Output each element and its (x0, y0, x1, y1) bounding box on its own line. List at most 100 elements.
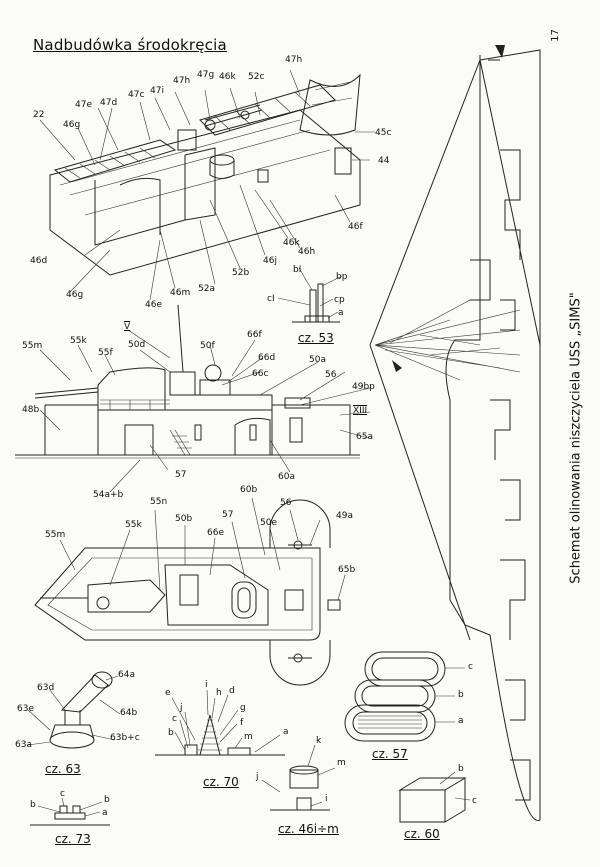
part-label: 66c (252, 369, 269, 379)
part-label: 66f (247, 330, 262, 340)
part-label: 66e (207, 528, 224, 538)
rigging-profile (369, 45, 541, 821)
part-label: 66d (258, 353, 276, 363)
part-label: XIII (353, 406, 368, 416)
part-label: 47c (128, 90, 145, 100)
part-label: 64a (118, 670, 135, 680)
part-label: d (229, 686, 235, 696)
part-label: 52b (232, 268, 250, 278)
page-title: Nadbudówka środokręcia (33, 36, 227, 54)
part-label: 55k (125, 520, 142, 530)
part-label: i (325, 794, 328, 804)
part-label: b (104, 795, 110, 805)
part-label: 50a (309, 355, 326, 365)
plan-view (34, 497, 346, 686)
part-label: c (468, 662, 473, 672)
part-label: 64b (120, 708, 138, 718)
part-label: 47e (75, 100, 92, 110)
part-label: c (472, 796, 477, 806)
part-label: 46m (170, 288, 191, 298)
part-label: 57 (175, 470, 187, 480)
part-label: m (244, 732, 253, 742)
part-label: h (216, 688, 222, 698)
part-label: b (458, 764, 464, 774)
part-label: 56 (325, 370, 337, 380)
part-label: b (30, 800, 36, 810)
part-label: 50f (200, 341, 215, 351)
cz60-diagram (398, 771, 471, 823)
part-label: m (337, 758, 346, 768)
cz73-diagram (30, 797, 110, 826)
cz63-diagram (27, 671, 121, 749)
part-label: 46g (66, 290, 84, 300)
part-label: 46g (63, 120, 81, 130)
caption-cz53: cz. 53 (298, 331, 334, 345)
part-label: bI (293, 265, 302, 275)
part-label: cp (334, 295, 345, 305)
part-label: 55f (98, 348, 113, 358)
part-label: j (180, 703, 183, 713)
part-label: 50b (175, 514, 193, 524)
part-label: i (205, 680, 208, 690)
part-label: bp (336, 272, 348, 282)
caption-cz63: cz. 63 (45, 762, 81, 776)
side-title: Schemat olinowania niszczyciela USS „SIM… (568, 292, 584, 584)
part-label: a (102, 808, 108, 818)
part-label: 46k (283, 238, 300, 248)
caption-cz46: cz. 46i÷m (278, 822, 339, 836)
part-label: 22 (33, 110, 45, 120)
part-label: 56 (280, 498, 292, 508)
part-label: 46k (219, 72, 236, 82)
part-label: 54a+b (93, 490, 124, 500)
part-label: a (338, 308, 344, 318)
part-label: 65b (338, 565, 356, 575)
caption-cz57: cz. 57 (372, 747, 408, 761)
part-label: 65a (356, 432, 373, 442)
caption-cz73: cz. 73 (55, 832, 91, 846)
part-label: 55m (22, 341, 43, 351)
part-label: a (283, 727, 289, 737)
caption-cz60: cz. 60 (404, 827, 440, 841)
part-label: 63e (17, 704, 34, 714)
part-label: g (240, 703, 246, 713)
part-label: j (256, 772, 259, 782)
part-label: 46d (30, 256, 48, 266)
part-label: 46e (145, 300, 162, 310)
part-label: b (168, 728, 174, 738)
part-label: 55k (70, 336, 87, 346)
part-label: cI (267, 294, 275, 304)
part-label: 45c (375, 128, 392, 138)
part-label: 63b+c (110, 733, 140, 743)
page-number: 17 (549, 29, 561, 42)
cz57-diagram (344, 651, 465, 742)
part-label: c (172, 714, 177, 724)
part-label: 49bp (352, 382, 375, 392)
isometric-superstructure (39, 69, 375, 301)
part-label: 63d (37, 683, 55, 693)
side-elevation (15, 304, 371, 493)
part-label: 55n (150, 497, 168, 507)
part-label: a (458, 716, 464, 726)
part-label: 48b (22, 405, 40, 415)
part-label: 47h (285, 55, 303, 65)
part-label: 50e (260, 518, 277, 528)
part-label: e (165, 688, 171, 698)
part-label: 46j (263, 256, 277, 266)
part-label: 49a (336, 511, 353, 521)
cz70-diagram (155, 689, 285, 756)
caption-cz70: cz. 70 (203, 775, 239, 789)
part-label: 47h (173, 76, 191, 86)
part-label: c (60, 789, 65, 799)
part-label: 47i (150, 86, 164, 96)
part-label: 57 (222, 510, 234, 520)
part-label: k (316, 736, 322, 746)
part-label: 52a (198, 284, 215, 294)
part-label: 52c (248, 72, 265, 82)
cz46-diagram (261, 744, 336, 811)
part-label: 47g (197, 70, 215, 80)
part-label: 46h (298, 247, 316, 257)
part-label: 47d (100, 98, 118, 108)
part-label: 44 (378, 156, 390, 166)
part-label: V (124, 322, 131, 332)
